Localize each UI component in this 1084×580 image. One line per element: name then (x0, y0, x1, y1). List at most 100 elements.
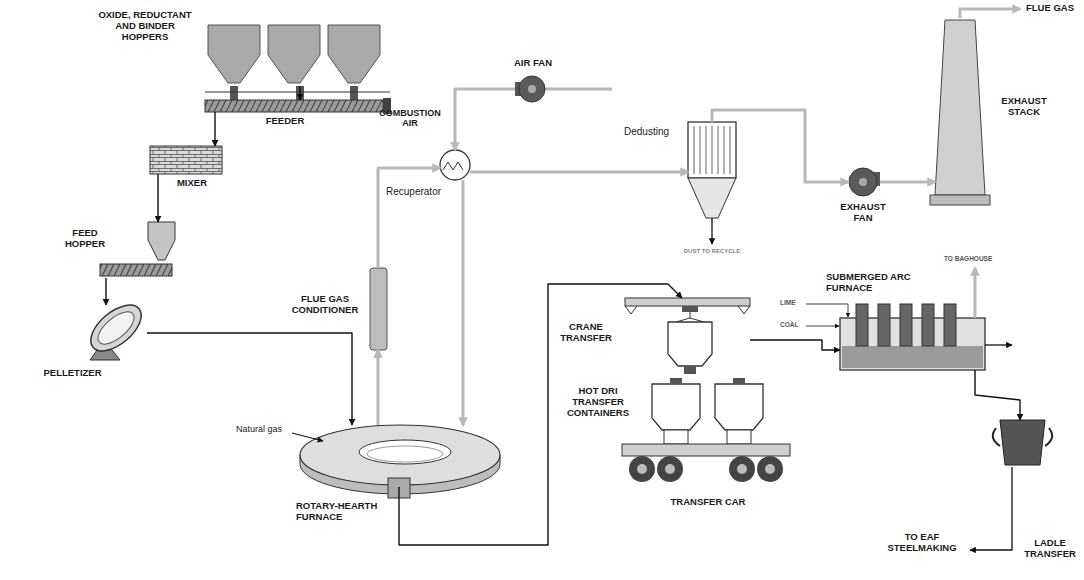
crane-body-part (668, 322, 712, 366)
gas-duct (470, 171, 688, 174)
equipment-label: FEEDER (255, 116, 315, 127)
rail-car-part (757, 456, 783, 482)
hopper-bank-part (205, 92, 390, 93)
hopper-bank-part (350, 86, 358, 100)
equipment-label: SUBMERGED ARC FURNACE (826, 272, 932, 294)
arc-furnace-body-part (974, 268, 977, 318)
ladle-body-part (1000, 420, 1045, 465)
material-flow (975, 370, 1020, 420)
container-pair-part (652, 384, 700, 430)
equipment-label: Recuperator (386, 186, 456, 198)
recuperator: Recuperator (440, 150, 470, 180)
crane-body-part (682, 306, 698, 312)
container-pair-part (733, 378, 745, 384)
arc-furnace-body-part (806, 304, 848, 317)
pelletizer-disc-part (93, 306, 140, 350)
air-fan-body-part (545, 88, 612, 91)
recuperator-exchanger (440, 150, 470, 180)
baghouse-body (688, 122, 736, 244)
arc-furnace-body-part (878, 304, 890, 346)
mixer-body-part (150, 146, 222, 174)
exhaust-fan-body-part (859, 178, 867, 186)
material-flow (105, 278, 106, 305)
gas-duct (377, 350, 380, 425)
air-fan-body (515, 76, 612, 102)
screw-feeder (205, 98, 391, 114)
stream-label: COAL (780, 321, 804, 328)
stack-body-part (960, 9, 1020, 18)
feed-hopper-body-part (148, 222, 175, 260)
submerged-arc-furnace: SUBMERGED ARC FURNACE (840, 318, 985, 370)
gas-duct (880, 181, 935, 184)
conditioner-column (370, 268, 387, 350)
equipment-label: FEED HOPPER (58, 228, 112, 250)
baghouse-body-part (688, 178, 736, 218)
material-flow (750, 340, 840, 350)
hopper-bank-part (208, 25, 260, 83)
stream-label: Natural gas (236, 424, 294, 434)
exhaust-stack: EXHAUST STACK (935, 20, 985, 205)
arc-furnace-body (806, 268, 1012, 370)
ladle-body-part (970, 467, 1012, 550)
stream-label: DUST TO RECYCLE (682, 248, 742, 255)
equipment-label: EXHAUST FAN (834, 202, 892, 224)
container-pair-part (727, 430, 751, 444)
gas-duct (712, 110, 848, 182)
baghouse-body-part (711, 218, 712, 244)
pelletizer: PELLETIZER (85, 305, 147, 360)
rail-car-part (622, 444, 790, 456)
recuperator-exchanger-part (443, 162, 463, 170)
arc-furnace-body-part (900, 304, 912, 346)
crane-body-part (684, 366, 696, 374)
dri-container: HOT DRI TRANSFER CONTAINERS (650, 382, 765, 444)
recuperator-exchanger-part (440, 150, 470, 180)
equipment-label: AIR FAN (503, 58, 563, 69)
hopper-bank-part (230, 86, 238, 100)
air-fan: AIR FAN (515, 75, 545, 103)
equipment-label: TRANSFER CAR (656, 497, 760, 508)
exhaust-fan-body (849, 168, 880, 196)
rotary-hearth-furnace: ROTARY-HEARTH FURNACE (300, 425, 500, 487)
container-pair (652, 378, 763, 444)
equipment-label: LADLE TRANSFER (1021, 538, 1079, 560)
stack-body (930, 9, 1020, 205)
air-fan-body-part (528, 85, 536, 93)
hopper-bank-part (268, 25, 320, 83)
crane-body-part (676, 312, 704, 322)
stream-label: FLUE GAS (1026, 3, 1080, 14)
stack-body-part (935, 20, 985, 195)
equipment-label: Dedusting (624, 126, 684, 138)
container-pair-part (715, 384, 763, 430)
hopper-bank: OXIDE, REDUCTANT AND BINDER HOPPERS (205, 25, 385, 86)
stream-label: TO EAF STEELMAKING (878, 532, 966, 554)
rail-car-part (657, 456, 683, 482)
equipment-label: HOT DRI TRANSFER CONTAINERS (558, 386, 638, 419)
material-flow (299, 86, 300, 100)
ladle-body-part (993, 428, 1052, 446)
pelletizer-disc-part (83, 296, 150, 359)
feed-hopper-body-part (100, 264, 172, 276)
crane-body-part (625, 306, 750, 314)
ladle: LADLE TRANSFER (1000, 420, 1045, 465)
baghouse-body-part (688, 122, 736, 178)
arc-furnace-body-part (806, 326, 839, 327)
crane-body (625, 298, 750, 374)
rail-car-part (629, 456, 655, 482)
hopper-bank-part (296, 86, 304, 100)
feed-hopper: FEED HOPPER (100, 222, 175, 278)
material-flow (399, 284, 682, 545)
rotary-hearth-part (359, 440, 451, 464)
crane-body-part (625, 298, 750, 306)
screw-feeder-part (205, 100, 383, 112)
stack-body-part (930, 195, 990, 205)
gas-duct (378, 168, 440, 268)
connector-layer (106, 86, 1020, 545)
stream-label: TO BAGHOUSE (944, 255, 1004, 262)
crane-transfer: CRANE TRANSFER (625, 298, 750, 375)
equipment-label: MIXER (166, 178, 218, 189)
equipment-label: OXIDE, REDUCTANT AND BINDER HOPPERS (96, 10, 194, 43)
material-flow (147, 333, 352, 425)
gas-duct (455, 89, 515, 150)
